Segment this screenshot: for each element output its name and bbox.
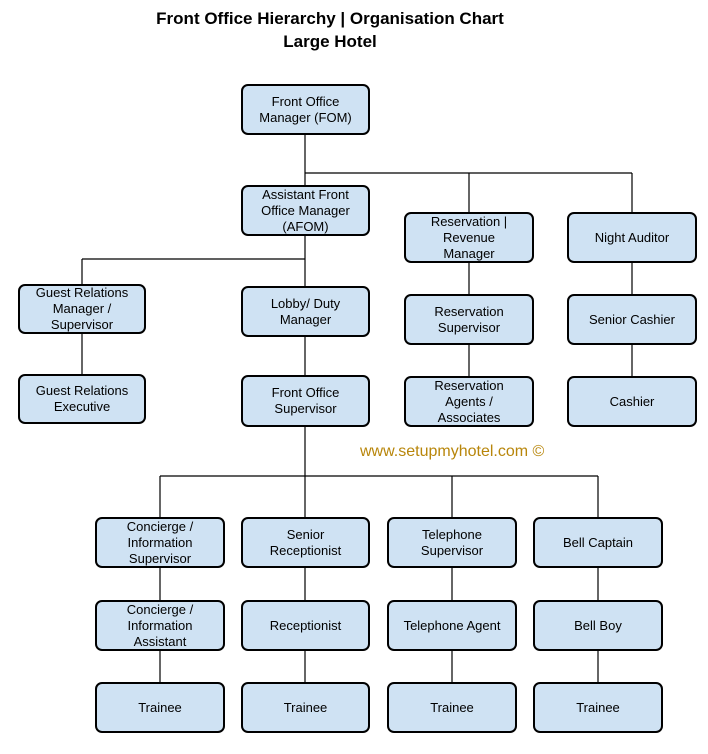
node-trainee-telephone: Trainee <box>387 682 517 733</box>
node-concierge-information-supervisor: Concierge / Information Supervisor <box>95 517 225 568</box>
node-front-office-supervisor: Front Office Supervisor <box>241 375 370 427</box>
node-trainee-reception: Trainee <box>241 682 370 733</box>
node-reservation-agents: Reservation Agents / Associates <box>404 376 534 427</box>
node-reservation-supervisor: Reservation Supervisor <box>404 294 534 345</box>
chart-title: Front Office Hierarchy | Organisation Ch… <box>156 9 504 28</box>
node-cashier: Cashier <box>567 376 697 427</box>
chart-subtitle: Large Hotel <box>283 32 377 51</box>
node-trainee-bell: Trainee <box>533 682 663 733</box>
node-bell-captain: Bell Captain <box>533 517 663 568</box>
node-night-auditor: Night Auditor <box>567 212 697 263</box>
node-telephone-supervisor: Telephone Supervisor <box>387 517 517 568</box>
node-reservation-revenue-manager: Reservation | Revenue Manager <box>404 212 534 263</box>
node-receptionist: Receptionist <box>241 600 370 651</box>
node-guest-relations-manager: Guest Relations Manager / Supervisor <box>18 284 146 334</box>
node-front-office-manager: Front Office Manager (FOM) <box>241 84 370 135</box>
node-guest-relations-executive: Guest Relations Executive <box>18 374 146 424</box>
watermark-text: www.setupmyhotel.com © <box>360 443 545 460</box>
node-telephone-agent: Telephone Agent <box>387 600 517 651</box>
node-lobby-duty-manager: Lobby/ Duty Manager <box>241 286 370 337</box>
node-senior-receptionist: Senior Receptionist <box>241 517 370 568</box>
node-assistant-front-office-manager: Assistant Front Office Manager (AFOM) <box>241 185 370 236</box>
node-senior-cashier: Senior Cashier <box>567 294 697 345</box>
node-bell-boy: Bell Boy <box>533 600 663 651</box>
node-concierge-information-assistant: Concierge / Information Assistant <box>95 600 225 651</box>
node-trainee-concierge: Trainee <box>95 682 225 733</box>
